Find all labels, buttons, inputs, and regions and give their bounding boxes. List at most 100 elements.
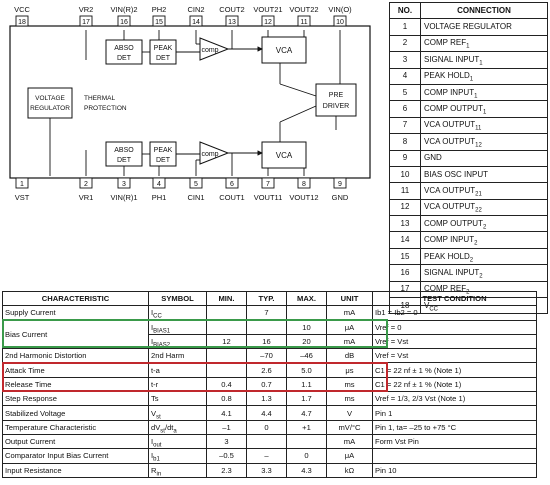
svg-text:comp: comp — [201, 47, 218, 54]
pin-connection: PEAK HOLD1 — [420, 67, 548, 85]
spec-typ: 0.7 — [246, 376, 287, 393]
spec-min: –1 — [206, 419, 247, 435]
pin-10 — [333, 15, 347, 27]
spec-typ — [246, 433, 287, 450]
pin-number-3: 3 — [122, 181, 126, 188]
spec-cond: Vref = Vst — [372, 333, 537, 350]
pin-label-9: GND — [332, 193, 349, 202]
spec-cond: Pin 1, ta= –25 to +75 °C — [372, 419, 537, 435]
pin-label-13: COUT2 — [219, 5, 244, 14]
spec-unit: ms — [326, 391, 373, 407]
spec-char: Attack Time — [2, 362, 149, 378]
spec-sym: 2nd Harm — [148, 348, 207, 364]
lower-channel: ABSO DET PEAK DET comp VCA — [105, 141, 307, 169]
spec-sym: Vst — [148, 405, 207, 421]
pin-label-16: VIN(R)2 — [110, 5, 137, 14]
pin-connection: VCA OUTPUT11 — [420, 116, 548, 135]
pin-connection: VCA OUTPUT22 — [420, 198, 548, 217]
pin-connection: VCA OUTPUT12 — [420, 133, 548, 151]
spec-typ: – — [246, 448, 287, 464]
spec-max — [286, 433, 327, 450]
pin-number-15: 15 — [155, 19, 163, 26]
pin-no: 13 — [389, 215, 421, 233]
header-min: MIN. — [206, 290, 247, 307]
svg-text:ABSO: ABSO — [114, 147, 134, 154]
pin-label-6: COUT1 — [219, 193, 244, 202]
spec-sym: IBIAS1 — [148, 319, 207, 335]
spec-cond: Vref = Vst — [372, 348, 537, 364]
pin-17 — [79, 15, 93, 27]
pin-connection: COMP OUTPUT1 — [420, 100, 548, 118]
pin-8 — [297, 177, 311, 189]
pin-connection: BIAS OSC INPUT — [420, 165, 548, 184]
spec-unit: mV/°C — [326, 419, 373, 435]
pin-14 — [189, 15, 203, 27]
spec-min: 2.3 — [206, 462, 247, 478]
svg-text:ABSO: ABSO — [114, 45, 134, 52]
spec-max: 4.7 — [286, 405, 327, 421]
spec-sym: Ts — [148, 391, 207, 407]
spec-cond: Form Vst Pin — [372, 433, 537, 450]
spec-max: 20 — [286, 333, 327, 350]
pin-connection: COMP OUTPUT2 — [420, 215, 548, 233]
electrical-characteristics-table: CHARACTERISTIC SYMBOL MIN. TYP. MAX. UNI… — [2, 290, 537, 478]
pin-number-12: 12 — [264, 19, 272, 26]
svg-text:PEAK: PEAK — [154, 147, 173, 154]
spec-unit: mA — [326, 333, 373, 350]
pin-label-2: VR1 — [79, 193, 94, 202]
pin-number-8: 8 — [302, 181, 306, 188]
spec-char: Input Resistance — [2, 462, 149, 478]
pin-label-15: PH2 — [152, 5, 167, 14]
spec-cond: C1 = 22 nf ± 1 % (Note 1) — [372, 362, 537, 378]
spec-sym: ICC — [148, 305, 207, 321]
pin-label-4: PH1 — [152, 193, 167, 202]
pin-no: 9 — [389, 149, 421, 167]
pin-number-4: 4 — [157, 181, 161, 188]
pin-number-18: 18 — [18, 19, 26, 26]
spec-min — [206, 348, 247, 364]
pin-number-7: 7 — [266, 181, 270, 188]
spec-unit: μA — [326, 319, 373, 335]
pin-label-12: VOUT21 — [253, 5, 282, 14]
pin-no: 6 — [389, 100, 421, 118]
spec-max: 10 — [286, 319, 327, 335]
spec-unit: kΩ — [326, 462, 373, 478]
pin-label-17: VR2 — [79, 5, 94, 14]
pin-label-10: VIN(O) — [328, 5, 352, 14]
pin-number-1: 1 — [20, 181, 24, 188]
pin-connection: COMP REF1 — [420, 34, 548, 53]
pin-no: 8 — [389, 133, 421, 151]
pin-16 — [117, 15, 131, 27]
pin-no: 11 — [389, 182, 421, 200]
svg-text:DET: DET — [156, 157, 171, 164]
pin-9 — [333, 177, 347, 189]
pre-driver-block — [315, 83, 357, 117]
pin-no: 15 — [389, 247, 421, 266]
pin-number-17: 17 — [82, 19, 90, 26]
pin-no: 16 — [389, 264, 421, 282]
spec-min: 0.4 — [206, 376, 247, 393]
pin-no: 3 — [389, 51, 421, 69]
spec-typ: 2.6 — [246, 362, 287, 378]
spec-cond: Pin 1 — [372, 405, 537, 421]
pin-connection: SIGNAL INPUT1 — [420, 51, 548, 69]
spec-typ — [246, 319, 287, 335]
pin-13 — [225, 15, 239, 27]
voltage-regulator-block — [27, 87, 73, 119]
spec-max: 1.1 — [286, 376, 327, 393]
spec-unit: mA — [326, 433, 373, 450]
spec-char: Output Current — [2, 433, 149, 450]
pin-number-14: 14 — [192, 19, 200, 26]
spec-unit: ms — [326, 376, 373, 393]
pin-label-1: VST — [15, 193, 30, 202]
svg-text:DET: DET — [117, 55, 132, 62]
